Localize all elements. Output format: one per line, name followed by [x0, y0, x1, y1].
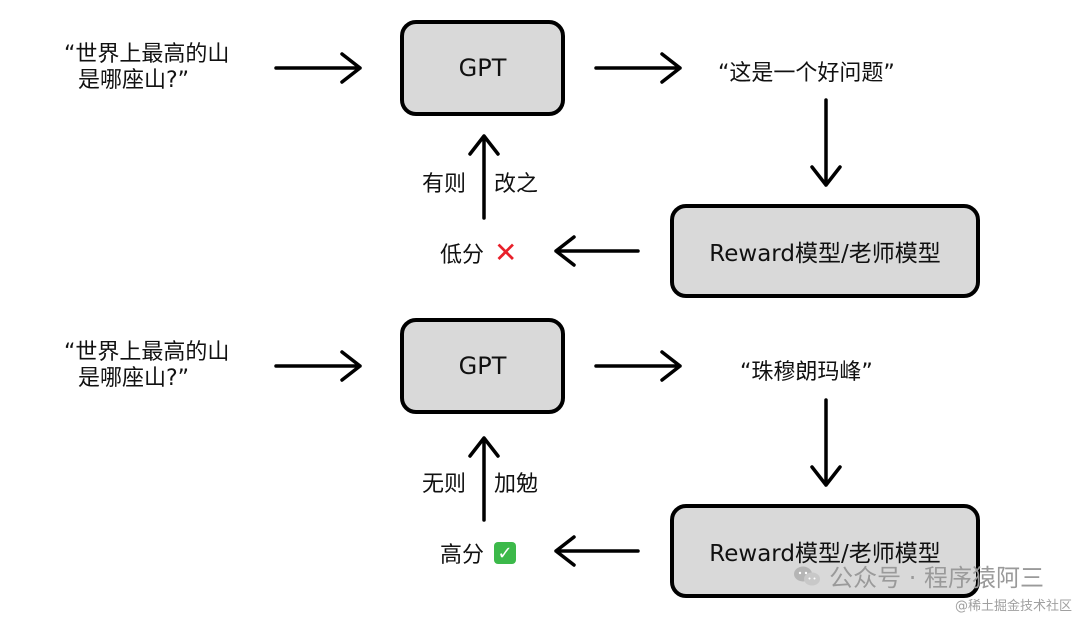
cross-mark-icon: ✕ [494, 236, 518, 269]
top-gpt-box: GPT [400, 20, 565, 116]
bottom-reward-model-label: Reward模型/老师模型 [709, 541, 941, 567]
top-reward-model-label: Reward模型/老师模型 [709, 241, 941, 267]
top-feedback-right: 改之 [494, 172, 539, 197]
wechat-icon [794, 566, 821, 585]
bottom-gpt-label: GPT [458, 352, 507, 380]
arrow-bottom-gpt-to-answer [594, 350, 682, 382]
bottom-gpt-box: GPT [400, 318, 565, 414]
arrow-bottom-reward-to-score [554, 535, 640, 567]
arrow-bottom-question-to-gpt [274, 350, 362, 382]
bottom-score-text: 高分 [440, 543, 485, 568]
bottom-answer: “珠穆朗玛峰” [740, 360, 873, 385]
top-reward-model-box: Reward模型/老师模型 [670, 204, 980, 298]
top-question-line1: “世界上最高的山 [64, 42, 230, 67]
watermark-subtext: @稀土掘金技术社区 [954, 599, 1072, 614]
arrow-top-question-to-gpt [274, 52, 362, 84]
arrow-top-reward-to-score [554, 235, 640, 267]
top-gpt-label: GPT [458, 54, 507, 82]
arrow-top-gpt-to-answer [594, 52, 682, 84]
top-answer: “这是一个好问题” [718, 61, 895, 86]
watermark-text: 公众号 · 程序猿阿三 [829, 564, 1044, 592]
arrow-top-answer-to-reward [810, 98, 842, 187]
arrow-top-score-to-gpt [468, 134, 500, 220]
top-feedback-left: 有则 [422, 172, 467, 197]
arrow-bottom-answer-to-reward [810, 398, 842, 487]
top-question-line2: 是哪座山?” [78, 68, 190, 93]
check-mark-icon: ✓ [494, 542, 517, 564]
bottom-feedback-right: 加勉 [494, 472, 539, 497]
bottom-score: 高分 ✓ [440, 537, 517, 569]
bottom-question-line2: 是哪座山?” [78, 366, 190, 391]
top-score: 低分 ✕ [440, 237, 517, 269]
top-question: “世界上最高的山 是哪座山?” [64, 42, 229, 94]
top-score-text: 低分 [440, 243, 485, 268]
bottom-question-line1: “世界上最高的山 [64, 340, 230, 365]
bottom-reward-model-box: Reward模型/老师模型 [670, 504, 980, 598]
arrow-bottom-score-to-gpt [468, 436, 500, 522]
watermark: 公众号 · 程序猿阿三 [793, 558, 1044, 593]
bottom-feedback-left: 无则 [422, 472, 467, 497]
bottom-question: “世界上最高的山 是哪座山?” [64, 340, 229, 392]
